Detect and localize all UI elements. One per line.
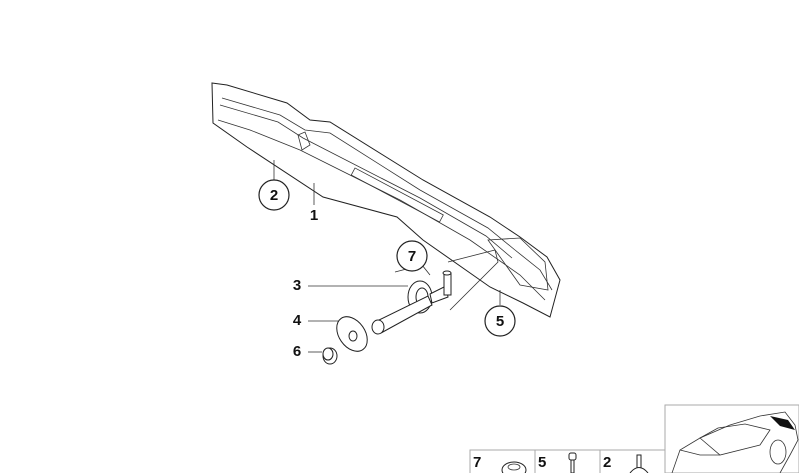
bumper-carrier[interactable]	[211, 82, 561, 318]
svg-text:5: 5	[496, 313, 504, 330]
plate[interactable]	[330, 311, 373, 357]
callout-3[interactable]: 3	[293, 277, 301, 294]
svg-text:2: 2	[270, 187, 278, 204]
car-icon	[671, 411, 799, 473]
leader-lines	[273, 160, 501, 353]
car-thumbnail	[664, 404, 799, 473]
screw-icon	[568, 452, 577, 473]
svg-text:7: 7	[408, 248, 416, 265]
legend-panel-5[interactable]: 5	[534, 449, 600, 473]
legend-panel-2[interactable]: 2	[599, 449, 665, 473]
callout-6[interactable]: 6	[293, 343, 301, 360]
callout-2[interactable]: 2	[258, 179, 290, 211]
svg-text:5: 5	[538, 454, 546, 471]
callout-4[interactable]: 4	[293, 312, 302, 329]
callout-5[interactable]: 5	[484, 305, 516, 337]
svg-text:2: 2	[603, 454, 611, 471]
legend-panel-7[interactable]: 7	[469, 449, 535, 473]
callout-1[interactable]: 1	[310, 207, 318, 224]
tow-eye-bolt[interactable]	[371, 270, 452, 335]
svg-text:7: 7	[473, 454, 481, 471]
callout-7[interactable]: 7	[396, 240, 428, 272]
clip-icon	[629, 454, 649, 473]
grommet-icon	[501, 461, 527, 473]
cap[interactable]	[322, 347, 338, 365]
